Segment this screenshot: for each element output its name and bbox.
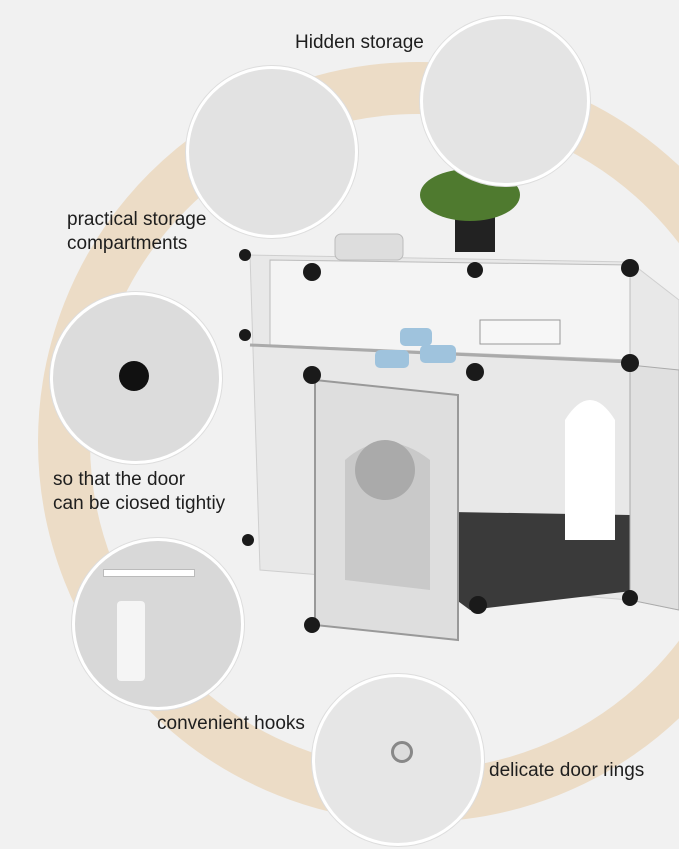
- connector-icon: [119, 361, 149, 391]
- label-line: can be ciosed tightiy: [53, 493, 226, 514]
- cans: [375, 328, 456, 368]
- connectors: [239, 249, 639, 633]
- label-line: practical storage: [67, 209, 207, 230]
- door-ring-icon: [391, 741, 413, 763]
- detail-hooks: [72, 538, 244, 710]
- detail-door-connector: [50, 292, 222, 464]
- detail-hidden-storage: [420, 16, 590, 186]
- side-door-opening: [565, 400, 615, 540]
- label-line: so that the door: [53, 469, 186, 490]
- detail-door-rings: [312, 674, 484, 846]
- label-line: compartments: [67, 233, 188, 254]
- hook-rack-icon: [103, 569, 195, 577]
- label-door-closed: so that the door can be ciosed tightiy: [53, 468, 225, 516]
- label-hooks: convenient hooks: [157, 713, 305, 734]
- cat-head: [355, 440, 415, 500]
- cage-body: [239, 169, 679, 642]
- label-door-rings: delicate door rings: [489, 760, 645, 781]
- scoop-icon: [117, 601, 145, 681]
- label-hidden-storage: Hidden storage: [295, 32, 424, 53]
- bowl: [334, 233, 404, 261]
- label-practical-storage: practical storage compartments: [67, 208, 206, 256]
- detail-storage-compartments: [186, 66, 358, 238]
- book: [479, 319, 561, 345]
